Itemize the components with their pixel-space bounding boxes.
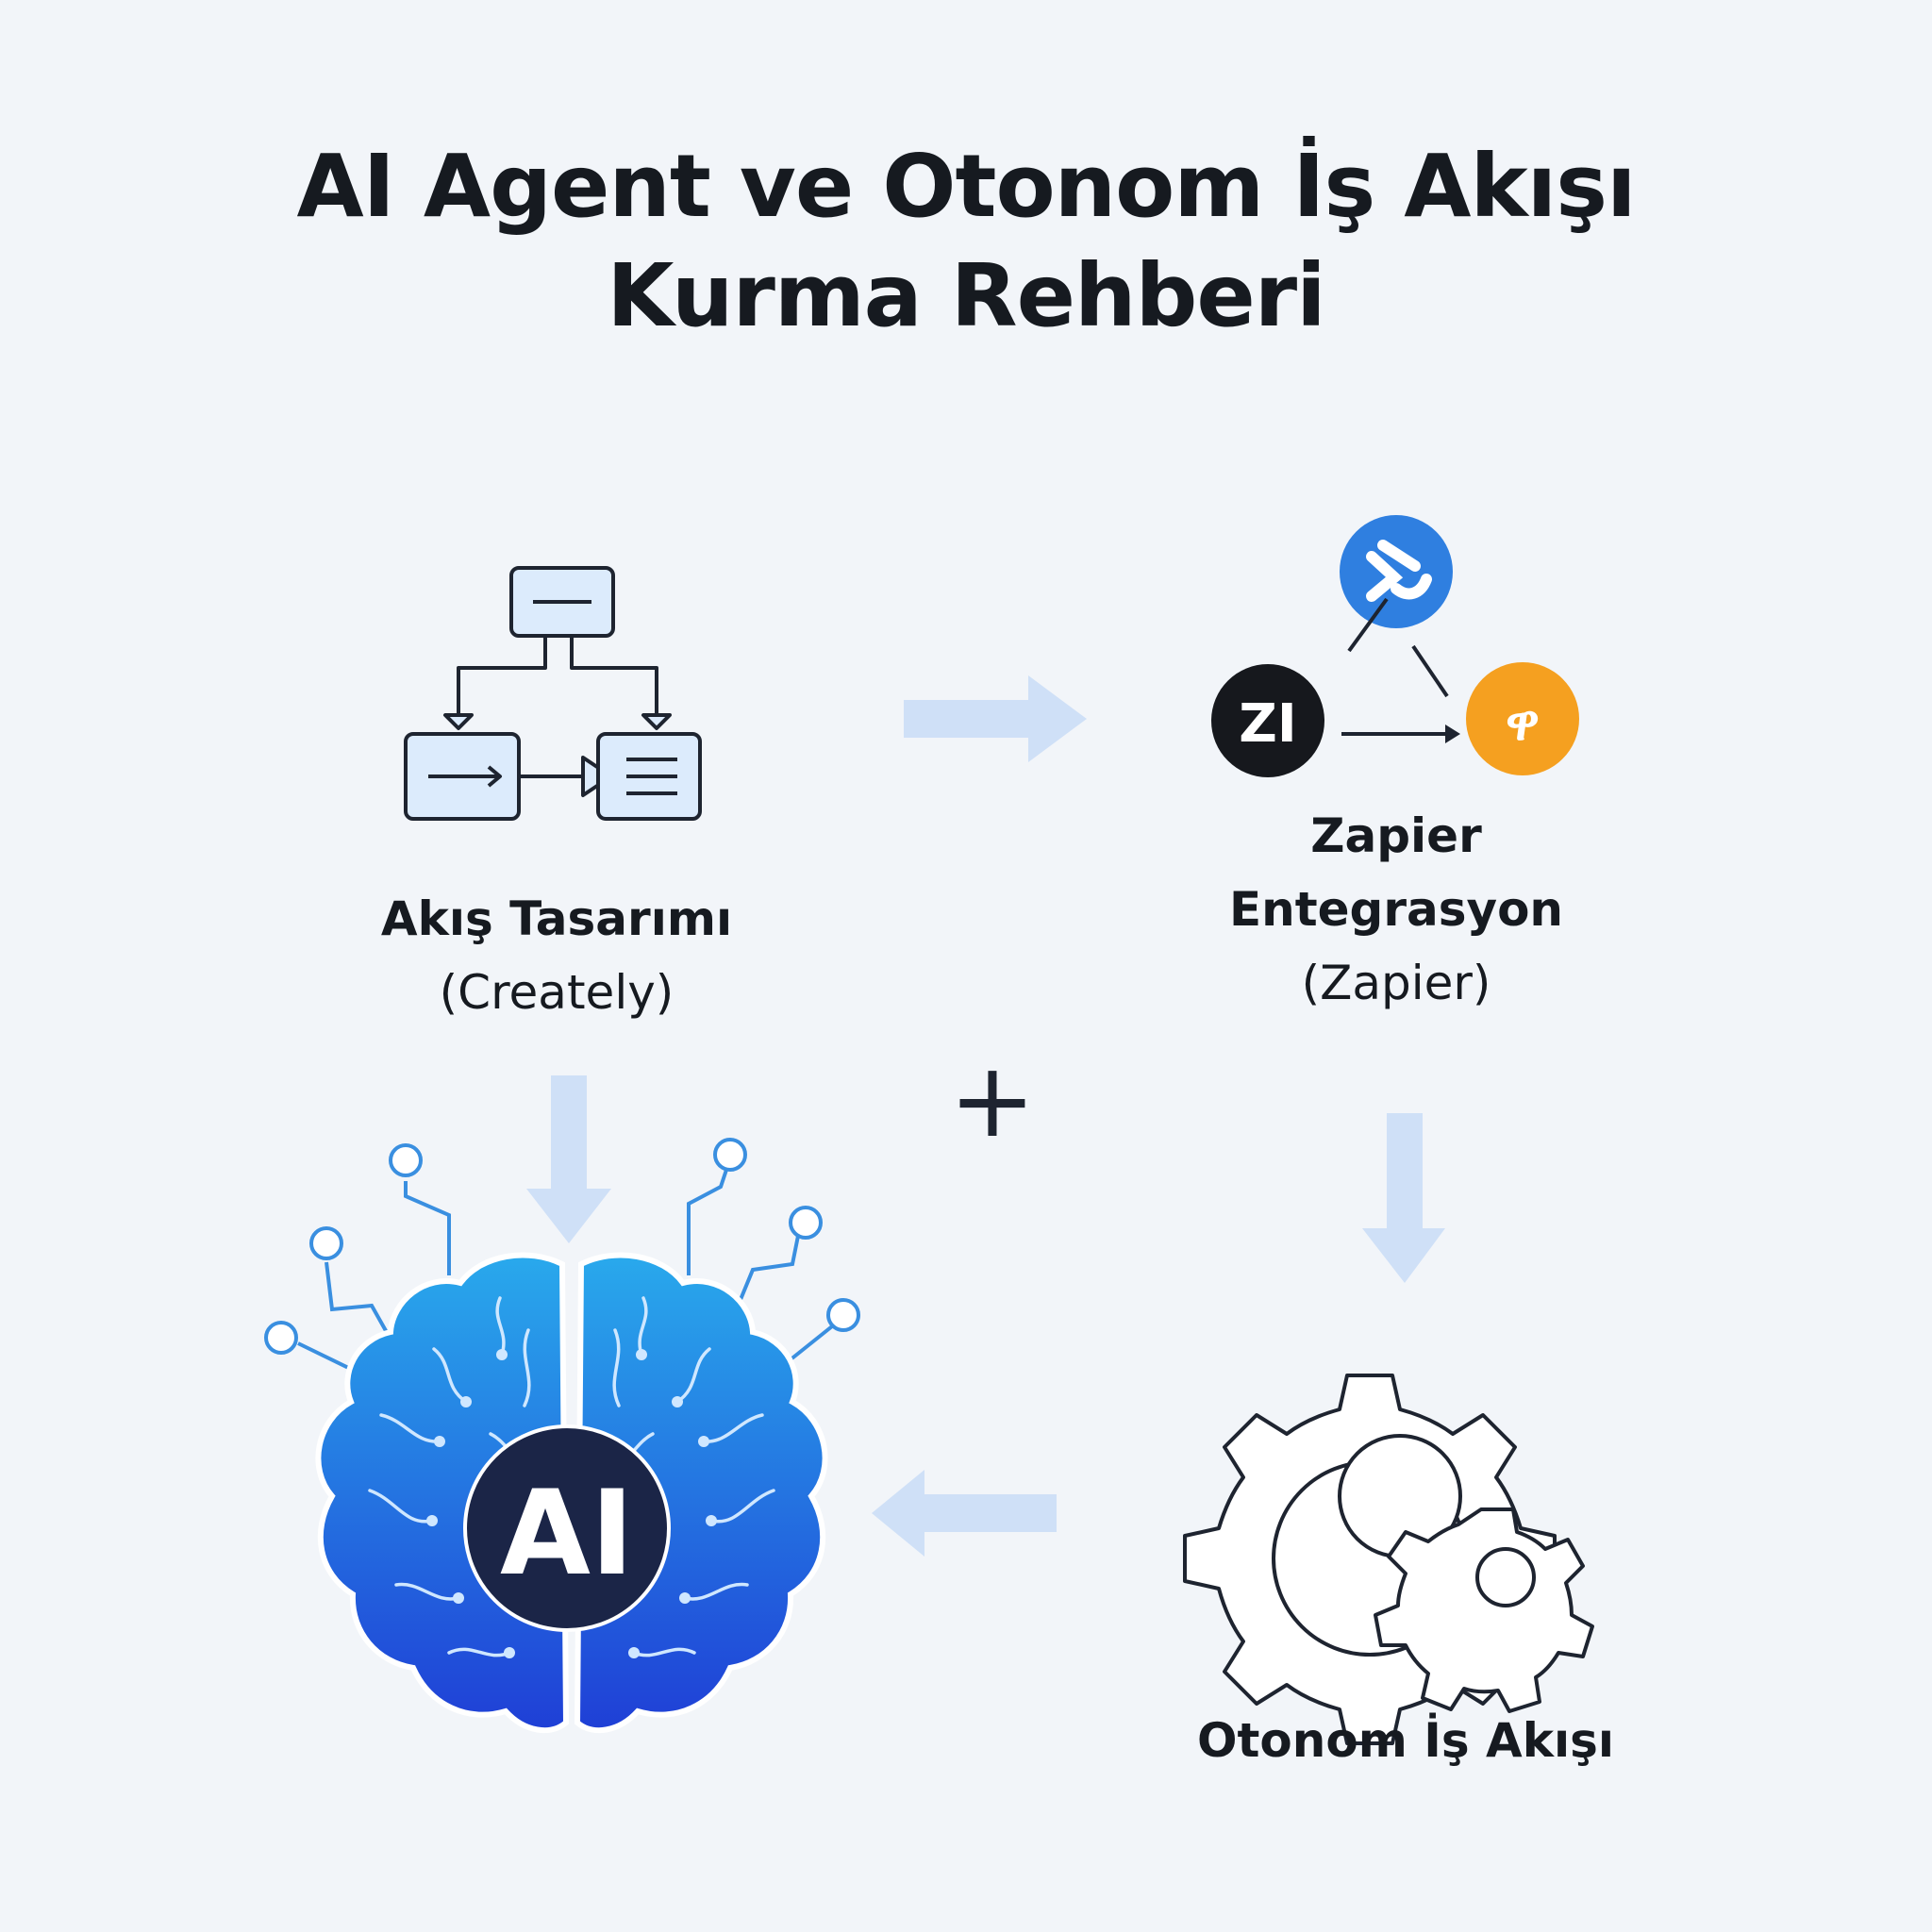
arrow-left (872, 1470, 1057, 1557)
ai-badge-text: AI (500, 1466, 634, 1602)
zapier-title-line-2: Entegrasyon (1228, 882, 1564, 937)
connector-arrowhead (1445, 724, 1460, 743)
connector-line (1411, 644, 1449, 698)
flow-design-label: Akış Tasarımı (Creately) (264, 882, 849, 1029)
title-line-2: Kurma Rehberi (607, 245, 1325, 346)
flow-design-subtitle: (Creately) (439, 965, 675, 1020)
black-app-logo (1211, 664, 1324, 777)
page-title: AI Agent ve Otonom İş Akışı Kurma Rehber… (0, 132, 1932, 351)
autonomous-label: Otonom İş Akışı (1075, 1704, 1736, 1777)
ai-badge (463, 1424, 671, 1632)
arrow-down-left (526, 1075, 611, 1243)
autonomous-title: Otonom İş Akışı (1197, 1713, 1614, 1768)
zapier-label: Zapier Entegrasyon (Zapier) (1104, 799, 1689, 1020)
orange-app-logo-text: ዋ (1506, 695, 1540, 752)
zapier-subtitle: (Zapier) (1301, 956, 1491, 1010)
ai-brain-icon: AI (264, 1138, 860, 1733)
zapier-logo-cluster: ZI ዋ (1211, 515, 1579, 777)
connector-line (1347, 597, 1389, 653)
blue-app-logo-mark (1366, 540, 1432, 602)
flowchart-icon (404, 566, 702, 821)
flow-design-title: Akış Tasarımı (380, 891, 733, 946)
plus-icon: + (949, 1040, 1036, 1160)
zapier-title-line-1: Zapier (1310, 808, 1482, 863)
orange-app-logo (1466, 662, 1579, 775)
title-line-1: AI Agent ve Otonom İş Akışı (296, 136, 1636, 237)
black-app-logo-text: ZI (1239, 693, 1296, 755)
arrow-right (904, 675, 1087, 762)
gears-icon (1183, 1374, 1594, 1745)
arrow-down-right (1362, 1113, 1445, 1283)
